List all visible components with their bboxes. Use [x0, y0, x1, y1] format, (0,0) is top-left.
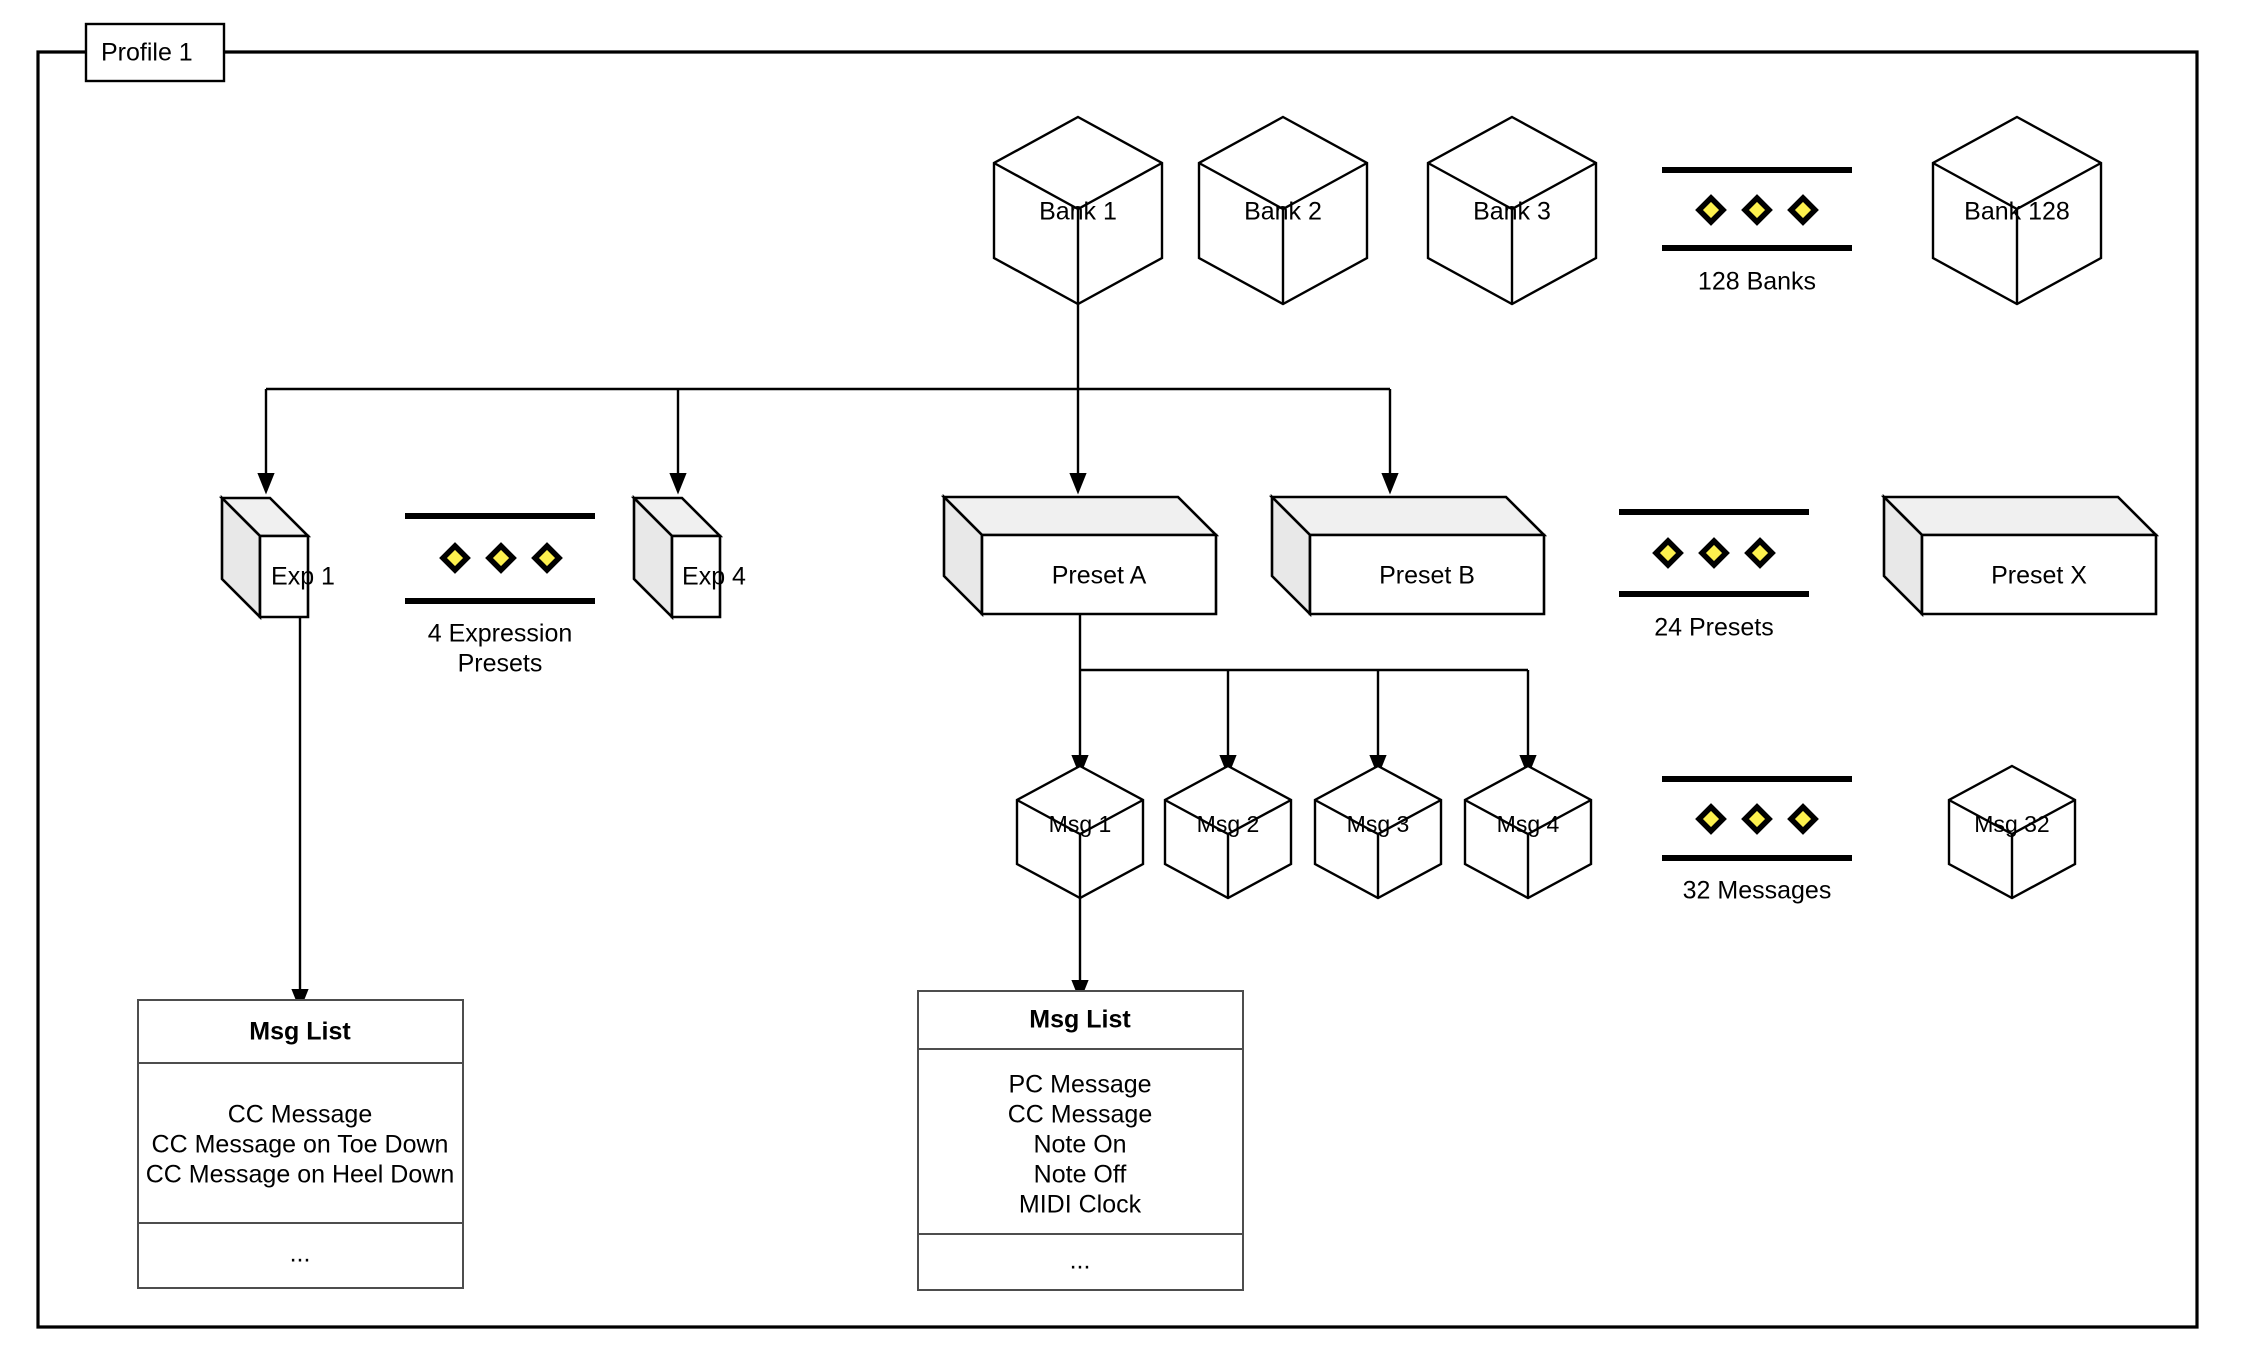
exp-ellipsis-diamond-2 — [485, 542, 517, 574]
bank-node-3[interactable]: Bank 3 — [1426, 115, 1598, 306]
profile-label-box — [84, 22, 226, 83]
preset-node-x[interactable]: Preset X — [1880, 493, 2160, 618]
msg-4-label: Msg 4 — [1497, 811, 1560, 837]
preset-b-label: Preset B — [1379, 562, 1475, 590]
msg-2-label: Msg 2 — [1197, 811, 1260, 837]
preset-msg-list-body-cell — [917, 1048, 1244, 1235]
bank-node-1[interactable]: Bank 1 — [992, 115, 1164, 306]
bank-2-label: Bank 2 — [1244, 198, 1322, 226]
bank-node-128[interactable]: Bank 128 — [1931, 115, 2103, 306]
bank-128-label: Bank 128 — [1964, 198, 2070, 226]
presets-ellipsis-diamond-3 — [1744, 537, 1776, 569]
profile-frame-border — [36, 50, 2199, 1329]
banks-ellipsis-diamond-2 — [1741, 194, 1773, 226]
exp-msg-list-row-1: CC Message — [228, 1101, 373, 1129]
preset-msg-list-row-2: CC Message — [1008, 1101, 1153, 1129]
preset-msg-list-table[interactable]: Msg List PC Message CC Message Note On N… — [917, 990, 1244, 1291]
preset-msg-list-footer-text: ... — [1070, 1247, 1091, 1275]
preset-msg-list-footer-cell — [917, 1233, 1244, 1291]
preset-x-label: Preset X — [1991, 562, 2087, 590]
preset-msg-list-row-3: Note On — [1033, 1131, 1126, 1159]
exp-4-front-face — [670, 534, 722, 619]
preset-x-top-face — [1880, 495, 2160, 537]
exp-ellipsis-caption-line1: 4 Expression — [428, 620, 573, 648]
bank-node-2[interactable]: Bank 2 — [1197, 115, 1369, 306]
expression-presets-group: Exp 1 4 Expression Presets Exp 4 — [218, 494, 746, 678]
banks-ellipsis-diamond-1 — [1695, 194, 1727, 226]
msg-node-32[interactable]: Msg 32 — [1947, 764, 2077, 900]
msg-4-cube-edges — [1464, 798, 1592, 898]
bank-3-cube-edges — [1427, 161, 1597, 304]
preset-b-front-face — [1308, 533, 1546, 616]
exp-node-4[interactable]: Exp 4 — [630, 494, 746, 621]
preset-msg-list-row-1: PC Message — [1008, 1071, 1151, 1099]
exp-msg-list-header-text: Msg List — [249, 1018, 351, 1046]
exp-msg-list-footer-cell — [137, 1222, 464, 1289]
preset-msg-list-header-text: Msg List — [1029, 1006, 1131, 1034]
bank-128-cube-edges — [1932, 161, 2102, 304]
preset-node-a[interactable]: Preset A — [940, 493, 1220, 618]
exp-msg-list-footer-text: ... — [290, 1240, 311, 1268]
preset-a-label: Preset A — [1052, 562, 1147, 590]
profile-frame-group: Profile 1 — [36, 22, 2199, 1329]
msg-3-cube-edges — [1314, 798, 1442, 898]
messages-group: Msg 1 Msg 2 Msg 3 Msg 4 — [1015, 764, 2077, 905]
presets-ellipsis: 24 Presets — [1619, 509, 1809, 642]
preset-a-front-face — [980, 533, 1218, 616]
presets-ellipsis-diamond-2 — [1698, 537, 1730, 569]
banks-ellipsis: 128 Banks — [1662, 167, 1852, 296]
msg-node-2[interactable]: Msg 2 — [1163, 764, 1293, 900]
msg-node-4[interactable]: Msg 4 — [1463, 764, 1593, 900]
exp-ellipsis-diamond-3 — [531, 542, 563, 574]
msg-1-label: Msg 1 — [1049, 811, 1112, 837]
preset-node-b[interactable]: Preset B — [1268, 493, 1548, 618]
msg-node-1[interactable]: Msg 1 — [1015, 764, 1145, 900]
messages-ellipsis: 32 Messages — [1662, 776, 1852, 905]
banks-group: Bank 1 Bank 2 Bank 3 128 Banks — [992, 115, 2103, 306]
messages-ellipsis-diamond-2 — [1741, 803, 1773, 835]
msg-2-cube-edges — [1164, 798, 1292, 898]
connector-edges-group — [257, 258, 1537, 1011]
bank-1-cube-edges — [993, 161, 1163, 304]
preset-x-front-face — [1920, 533, 2158, 616]
msg-32-cube-edges — [1948, 798, 2076, 898]
exp-msg-list-header-cell — [137, 999, 464, 1064]
banks-ellipsis-caption: 128 Banks — [1698, 268, 1816, 296]
preset-msg-list-row-4: Note Off — [1034, 1161, 1127, 1189]
exp-msg-list-row-2: CC Message on Toe Down — [152, 1131, 449, 1159]
preset-b-top-face — [1268, 495, 1548, 537]
bank-2-cube-edges — [1198, 161, 1368, 304]
presets-group: Preset A Preset B 24 Presets Pre — [940, 493, 2160, 642]
msg-1-cube-edges — [1016, 798, 1144, 898]
exp-ellipsis-caption-line2: Presets — [458, 650, 543, 678]
messages-ellipsis-diamond-3 — [1787, 803, 1819, 835]
msg-32-label: Msg 32 — [1974, 811, 2049, 837]
bank-1-label: Bank 1 — [1039, 198, 1117, 226]
banks-ellipsis-diamond-3 — [1787, 194, 1819, 226]
exp-msg-list-row-3: CC Message on Heel Down — [146, 1161, 454, 1189]
exp-4-label: Exp 4 — [682, 563, 746, 591]
presets-ellipsis-diamond-1 — [1652, 537, 1684, 569]
msg-3-label: Msg 3 — [1347, 811, 1410, 837]
exp-node-1[interactable]: Exp 1 — [218, 494, 335, 621]
exp-msg-list-table[interactable]: Msg List CC Message CC Message on Toe Do… — [137, 999, 464, 1289]
exp-ellipsis-diamond-1 — [439, 542, 471, 574]
exp-1-label: Exp 1 — [271, 563, 335, 591]
exp-1-front-face — [258, 534, 310, 619]
messages-ellipsis-caption: 32 Messages — [1683, 877, 1832, 905]
messages-ellipsis-diamond-1 — [1695, 803, 1727, 835]
presets-ellipsis-caption: 24 Presets — [1654, 614, 1774, 642]
msg-node-3[interactable]: Msg 3 — [1313, 764, 1443, 900]
profile-label-text: Profile 1 — [101, 39, 193, 67]
preset-msg-list-row-5: MIDI Clock — [1019, 1191, 1142, 1219]
bank-3-label: Bank 3 — [1473, 198, 1551, 226]
preset-a-top-face — [940, 495, 1220, 537]
expression-presets-ellipsis: 4 Expression Presets — [405, 513, 595, 678]
preset-msg-list-header-cell — [917, 990, 1244, 1050]
